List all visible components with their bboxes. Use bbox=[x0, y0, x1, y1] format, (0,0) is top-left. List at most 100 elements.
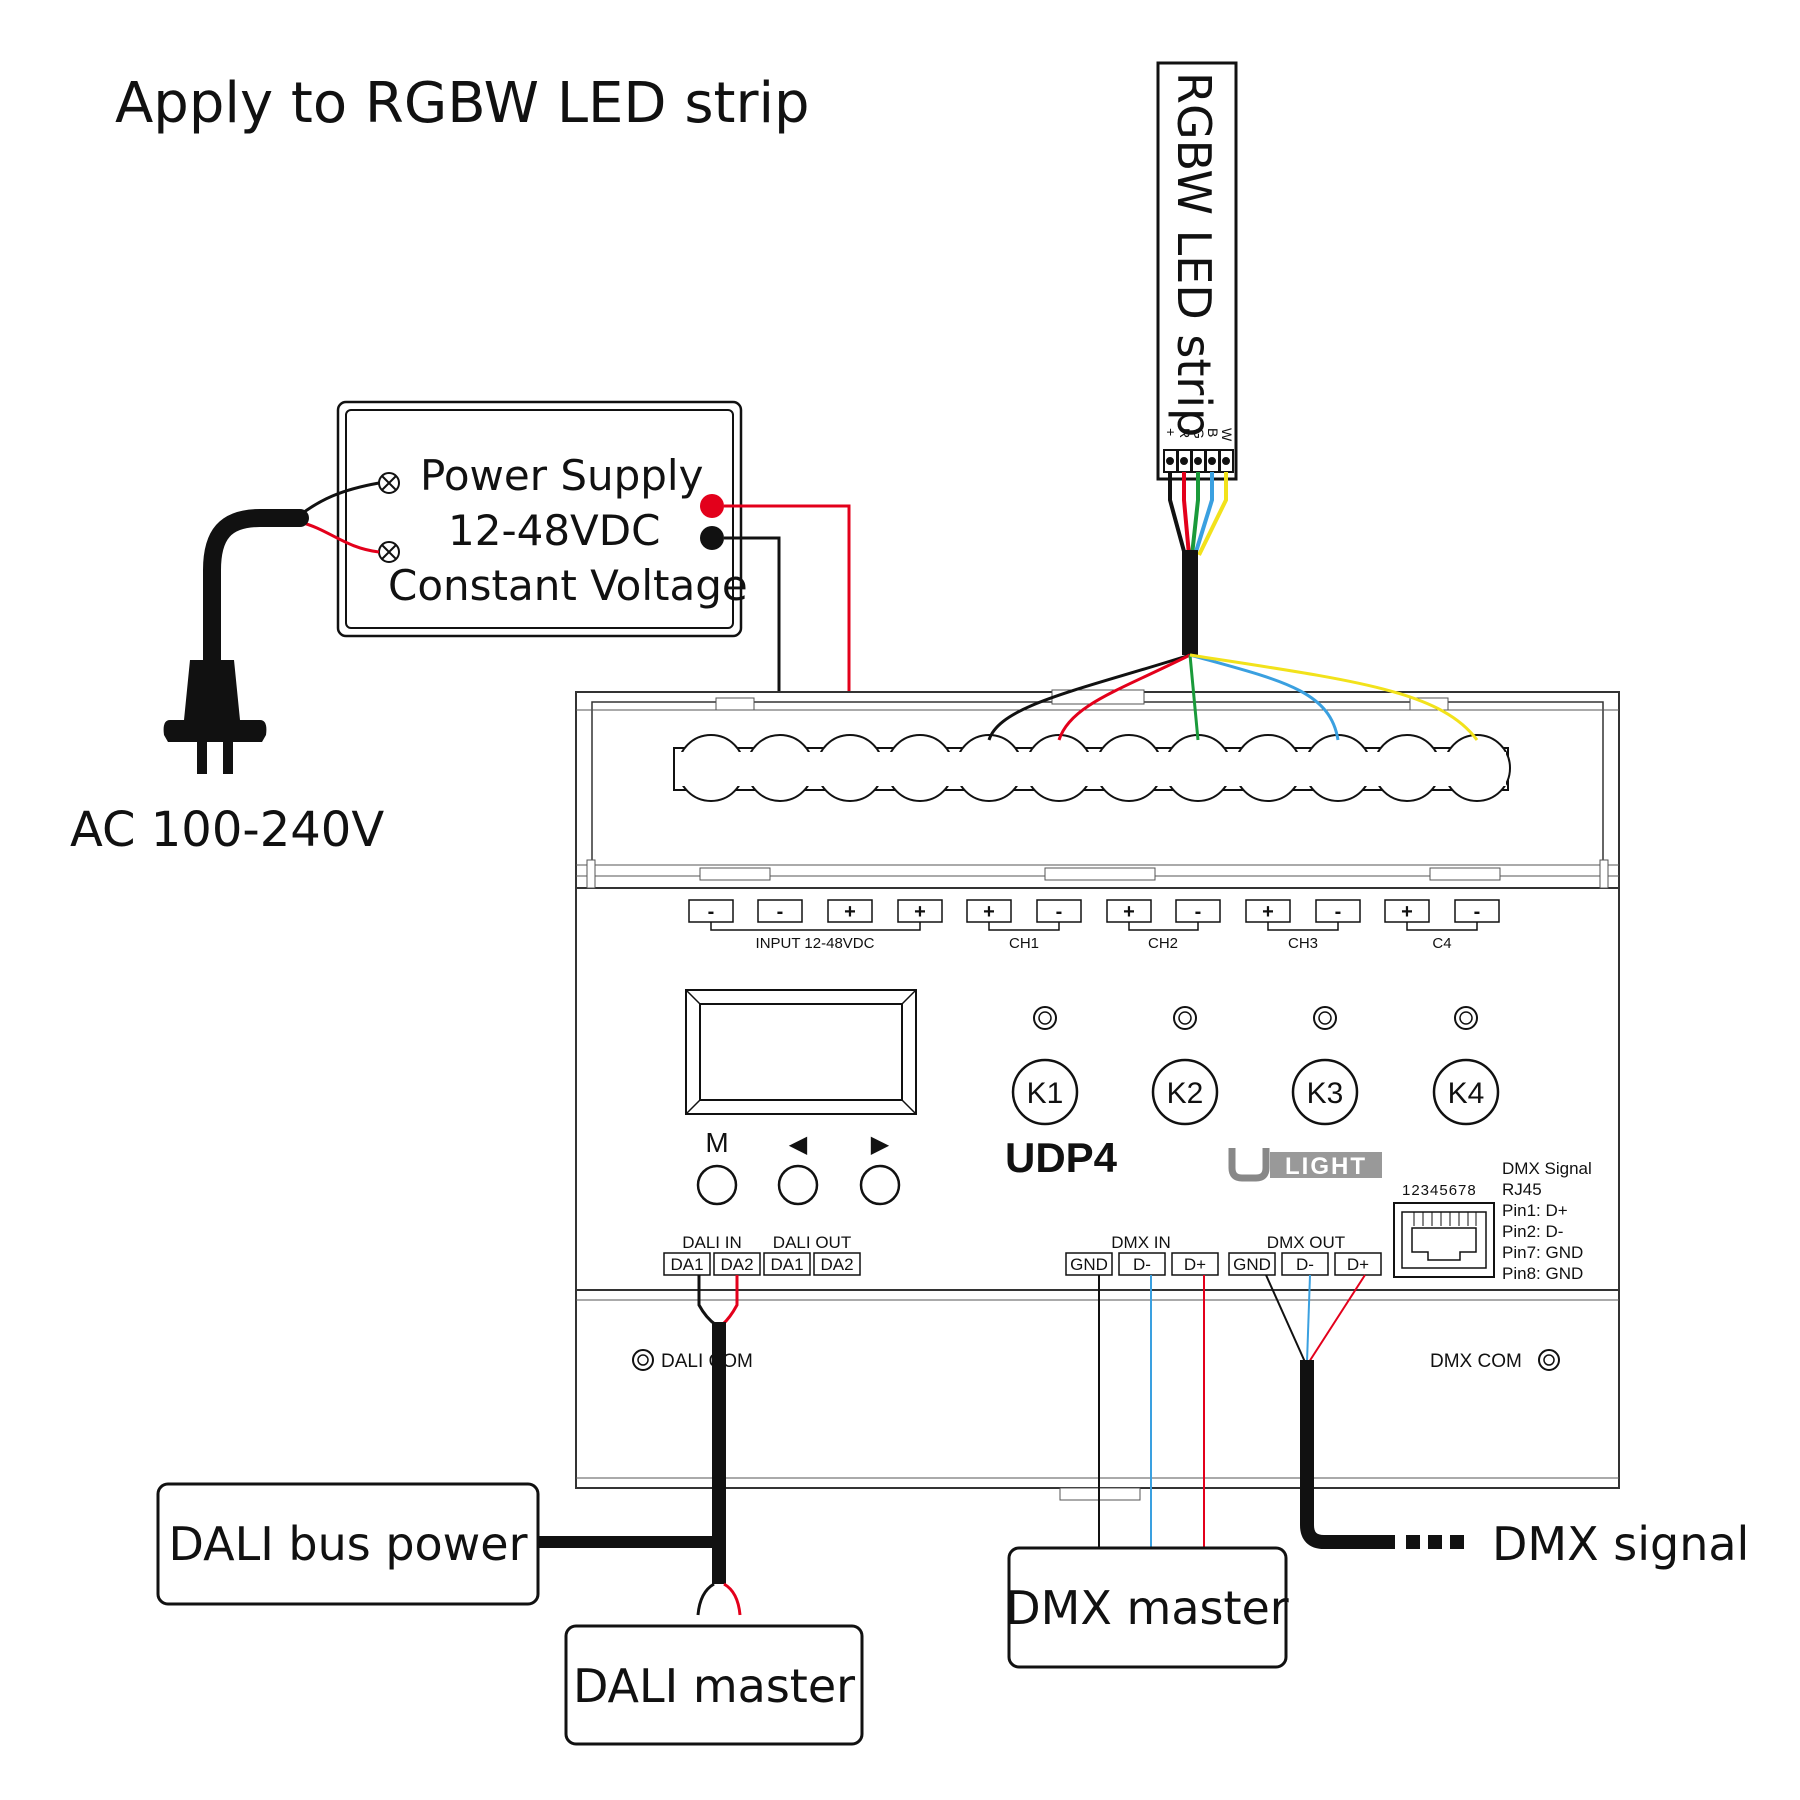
dmx-terminal-label: D+ bbox=[1347, 1255, 1369, 1274]
power-supply-box: Power Supply 12-48VDC Constant Voltage bbox=[336, 400, 748, 638]
dmx-info-line: Pin8: GND bbox=[1502, 1264, 1583, 1283]
dali-master-box: DALI master bbox=[564, 1624, 864, 1746]
dali-com-label: DALI COM bbox=[661, 1351, 753, 1372]
terminal-sign: + bbox=[1401, 901, 1413, 923]
dmx-info-line: Pin1: D+ bbox=[1502, 1201, 1568, 1220]
k1-label: K1 bbox=[1027, 1077, 1064, 1110]
terminal-sign: - bbox=[1056, 901, 1063, 923]
power-supply-title: Power Supply bbox=[420, 451, 703, 500]
rj45-port: 12345678 bbox=[1393, 1182, 1495, 1278]
dali-master-label: DALI master bbox=[573, 1659, 855, 1713]
dmx-master-box: DMX master bbox=[1005, 1546, 1289, 1669]
dali-bus-power-box: DALI bus power bbox=[156, 1482, 540, 1606]
terminal-sign: + bbox=[914, 901, 926, 923]
dmx-terminal-label: GND bbox=[1070, 1255, 1108, 1274]
ac-voltage-label: AC 100-240V bbox=[70, 802, 384, 858]
terminal-sign: + bbox=[1262, 901, 1274, 923]
dali-terminal-label: DA2 bbox=[820, 1255, 853, 1274]
k4-label: K4 bbox=[1448, 1077, 1485, 1110]
dc-negative-terminal-icon bbox=[700, 526, 724, 550]
led-pin-label: + bbox=[1163, 428, 1179, 436]
dmx-signal-label: DMX signal bbox=[1492, 1517, 1749, 1571]
led-strip-label: RGBW LED strip bbox=[1167, 72, 1221, 437]
ch1-group-label: CH1 bbox=[1009, 935, 1039, 952]
dali-wiring bbox=[539, 1275, 742, 1616]
dmx-master-label: DMX master bbox=[1005, 1581, 1289, 1635]
k1-button[interactable] bbox=[1011, 1058, 1079, 1126]
dali-terminal-label: DA1 bbox=[670, 1255, 703, 1274]
dmx-out-label: DMX OUT bbox=[1267, 1233, 1345, 1252]
com-indicators: DALI COM DMX COM bbox=[632, 1349, 1560, 1372]
channel-wires bbox=[987, 653, 1479, 741]
dmx-terminal-label: GND bbox=[1233, 1255, 1271, 1274]
dmx-info-line: DMX Signal bbox=[1502, 1159, 1592, 1178]
dc-wires bbox=[724, 504, 851, 738]
model-name: UDP4 bbox=[1005, 1134, 1118, 1181]
c4-group-label: C4 bbox=[1432, 935, 1451, 952]
m-button[interactable] bbox=[696, 1164, 738, 1206]
m-button-label: M bbox=[705, 1127, 728, 1158]
left-button[interactable] bbox=[777, 1164, 819, 1206]
rgbw-led-strip: RGBW LED strip + R G B W bbox=[1156, 61, 1238, 481]
terminal-sign: + bbox=[1123, 901, 1135, 923]
rj45-pin-numbers: 12345678 bbox=[1402, 1182, 1477, 1199]
terminal-sign: + bbox=[983, 901, 995, 923]
dmx-in-wiring bbox=[1098, 1275, 1205, 1548]
menu-buttons: M ◀ ▶ bbox=[696, 1127, 901, 1206]
led-pin-label: B bbox=[1205, 428, 1221, 437]
dmx-com-label: DMX COM bbox=[1430, 1351, 1522, 1372]
terminal-sign-labels: - - + + + - + - + - + - INPUT 12-48VDC C… bbox=[688, 899, 1500, 952]
dmx-info-line: Pin2: D- bbox=[1502, 1222, 1563, 1241]
led-pin-label: W bbox=[1219, 428, 1235, 442]
dali-out-label: DALI OUT bbox=[773, 1233, 851, 1252]
dmx-out-wiring bbox=[1265, 1274, 1464, 1549]
k3-label: K3 bbox=[1307, 1077, 1344, 1110]
dmx-info-line: Pin7: GND bbox=[1502, 1243, 1583, 1262]
dmx-terminal-label: D- bbox=[1296, 1255, 1314, 1274]
strip-wires bbox=[1168, 472, 1228, 556]
channel-indicators: K1 K2 K3 K4 bbox=[1011, 1006, 1500, 1126]
dmx-in-label: DMX IN bbox=[1111, 1233, 1171, 1252]
power-supply-type: Constant Voltage bbox=[388, 561, 748, 610]
brand-logo: LIGHT bbox=[1228, 1148, 1382, 1182]
led-strip-pin-labels: + R G B W bbox=[1163, 428, 1235, 442]
left-arrow-icon: ◀ bbox=[789, 1131, 808, 1158]
terminal-sign: - bbox=[1335, 901, 1342, 923]
terminal-sign: - bbox=[1474, 901, 1481, 923]
ch3-group-label: CH3 bbox=[1288, 935, 1318, 952]
ch2-group-label: CH2 bbox=[1148, 935, 1178, 952]
k4-button[interactable] bbox=[1432, 1058, 1500, 1126]
input-group-label: INPUT 12-48VDC bbox=[756, 935, 875, 952]
power-supply-voltage: 12-48VDC bbox=[448, 506, 660, 555]
terminal-sign: - bbox=[708, 901, 715, 923]
dmx-terminal-label: D- bbox=[1133, 1255, 1151, 1274]
dali-bus-power-label: DALI bus power bbox=[168, 1517, 527, 1571]
dali-terminals: DALI IN DALI OUT DA1 DA2 DA1 DA2 bbox=[663, 1233, 861, 1276]
terminal-sign: + bbox=[844, 901, 856, 923]
dmx-pin-info: DMX Signal RJ45 Pin1: D+ Pin2: D- Pin7: … bbox=[1502, 1159, 1592, 1283]
right-arrow-icon: ▶ bbox=[871, 1131, 890, 1158]
dmx-terminals: DMX IN DMX OUT GND D- D+ GND D- D+ bbox=[1065, 1233, 1382, 1276]
terminal-sign: - bbox=[1195, 901, 1202, 923]
diagram-title: Apply to RGBW LED strip bbox=[115, 71, 810, 136]
screw-terminal-block bbox=[673, 734, 1511, 802]
dali-terminal-label: DA2 bbox=[720, 1255, 753, 1274]
ac-plug-icon bbox=[163, 660, 267, 774]
brand-text: LIGHT bbox=[1285, 1153, 1367, 1180]
dc-positive-terminal-icon bbox=[700, 494, 724, 518]
lcd-display bbox=[685, 989, 917, 1115]
dmx-info-line: RJ45 bbox=[1502, 1180, 1542, 1199]
terminal-sign: - bbox=[777, 901, 784, 923]
ac-cable bbox=[203, 481, 380, 684]
dmx-terminal-label: D+ bbox=[1184, 1255, 1206, 1274]
led-pin-label: G bbox=[1191, 428, 1207, 439]
led-pin-label: R bbox=[1177, 428, 1193, 438]
dali-terminal-label: DA1 bbox=[770, 1255, 803, 1274]
led-strip-pads bbox=[1163, 449, 1234, 473]
right-button[interactable] bbox=[859, 1164, 901, 1206]
dali-in-label: DALI IN bbox=[682, 1233, 742, 1252]
k2-button[interactable] bbox=[1151, 1058, 1219, 1126]
k3-button[interactable] bbox=[1291, 1058, 1359, 1126]
k2-label: K2 bbox=[1167, 1077, 1204, 1110]
